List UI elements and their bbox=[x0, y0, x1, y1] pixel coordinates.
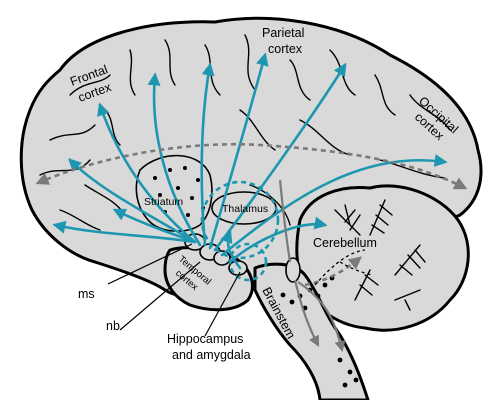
gray-dashed-pathway bbox=[35, 142, 468, 190]
parietal-label-2: cortex bbox=[268, 42, 303, 56]
hippocampus-label-1: Hippocampus bbox=[167, 332, 243, 346]
ms-leader bbox=[107, 243, 193, 285]
brainstem-pathways bbox=[278, 179, 363, 353]
cerebellum-folia bbox=[334, 199, 426, 311]
cerebellum-arrow bbox=[314, 249, 373, 286]
gyri bbox=[39, 34, 451, 231]
hippocampus-label-2: and amygdala bbox=[172, 348, 251, 362]
nb-leader bbox=[119, 261, 201, 331]
parietal-label-1: Parietal bbox=[262, 26, 304, 40]
cholinergic-pathways bbox=[52, 52, 448, 270]
ms-label: ms bbox=[78, 287, 95, 301]
striatum-label: Striatum bbox=[144, 196, 183, 208]
cerebellum-label: Cerebellum bbox=[313, 236, 377, 250]
thalamus-label: Thalamus bbox=[222, 203, 268, 215]
nb-label: nb bbox=[106, 319, 120, 333]
hippo-leader bbox=[204, 271, 241, 337]
